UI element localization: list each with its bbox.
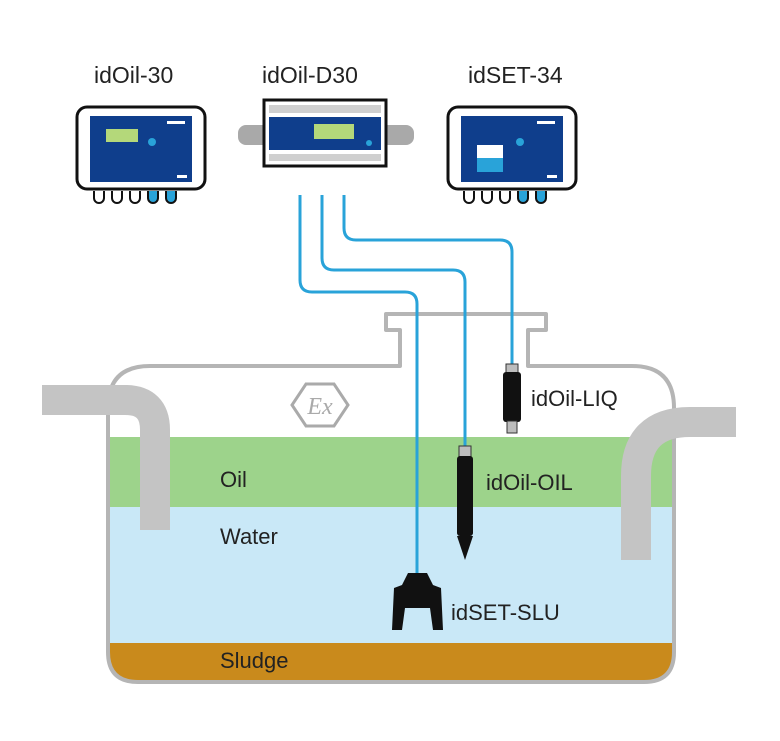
device-glands (93, 191, 177, 204)
sensor-slu (392, 573, 443, 630)
device-idoil-d30 (238, 98, 414, 168)
cable-slu (298, 195, 419, 582)
device-idset-34 (446, 105, 578, 204)
outlet-pipe (621, 407, 736, 560)
sensor-label-idoil-oil: idOil-OIL (486, 470, 573, 495)
sensor-label-idset-slu: idSET-SLU (451, 600, 560, 625)
inlet-pipe (42, 385, 170, 530)
layer-label-sludge: Sludge (220, 648, 289, 673)
device-label-idset-34: idSET-34 (468, 62, 563, 88)
water-layer (108, 507, 674, 643)
layer-label-oil: Oil (220, 467, 247, 492)
sludge-layer (108, 643, 674, 682)
cables (298, 195, 514, 582)
sensor-liq (503, 363, 521, 434)
cable-liq (342, 195, 514, 368)
layer-label-water: Water (220, 524, 278, 549)
sensor-oil (457, 445, 473, 560)
device-glands (463, 191, 547, 204)
ex-explosion-proof-icon: Ex (290, 382, 350, 428)
tank-contents (108, 437, 674, 682)
device-label-idoil-d30: idOil-D30 (262, 62, 358, 88)
cable-oil (320, 195, 467, 448)
device-label-idoil-30: idOil-30 (94, 62, 174, 88)
sensor-label-idoil-liq: idOil-LIQ (531, 386, 618, 411)
device-idoil-30 (75, 105, 207, 204)
oil-layer (108, 437, 674, 507)
svg-text:Ex: Ex (306, 394, 333, 420)
